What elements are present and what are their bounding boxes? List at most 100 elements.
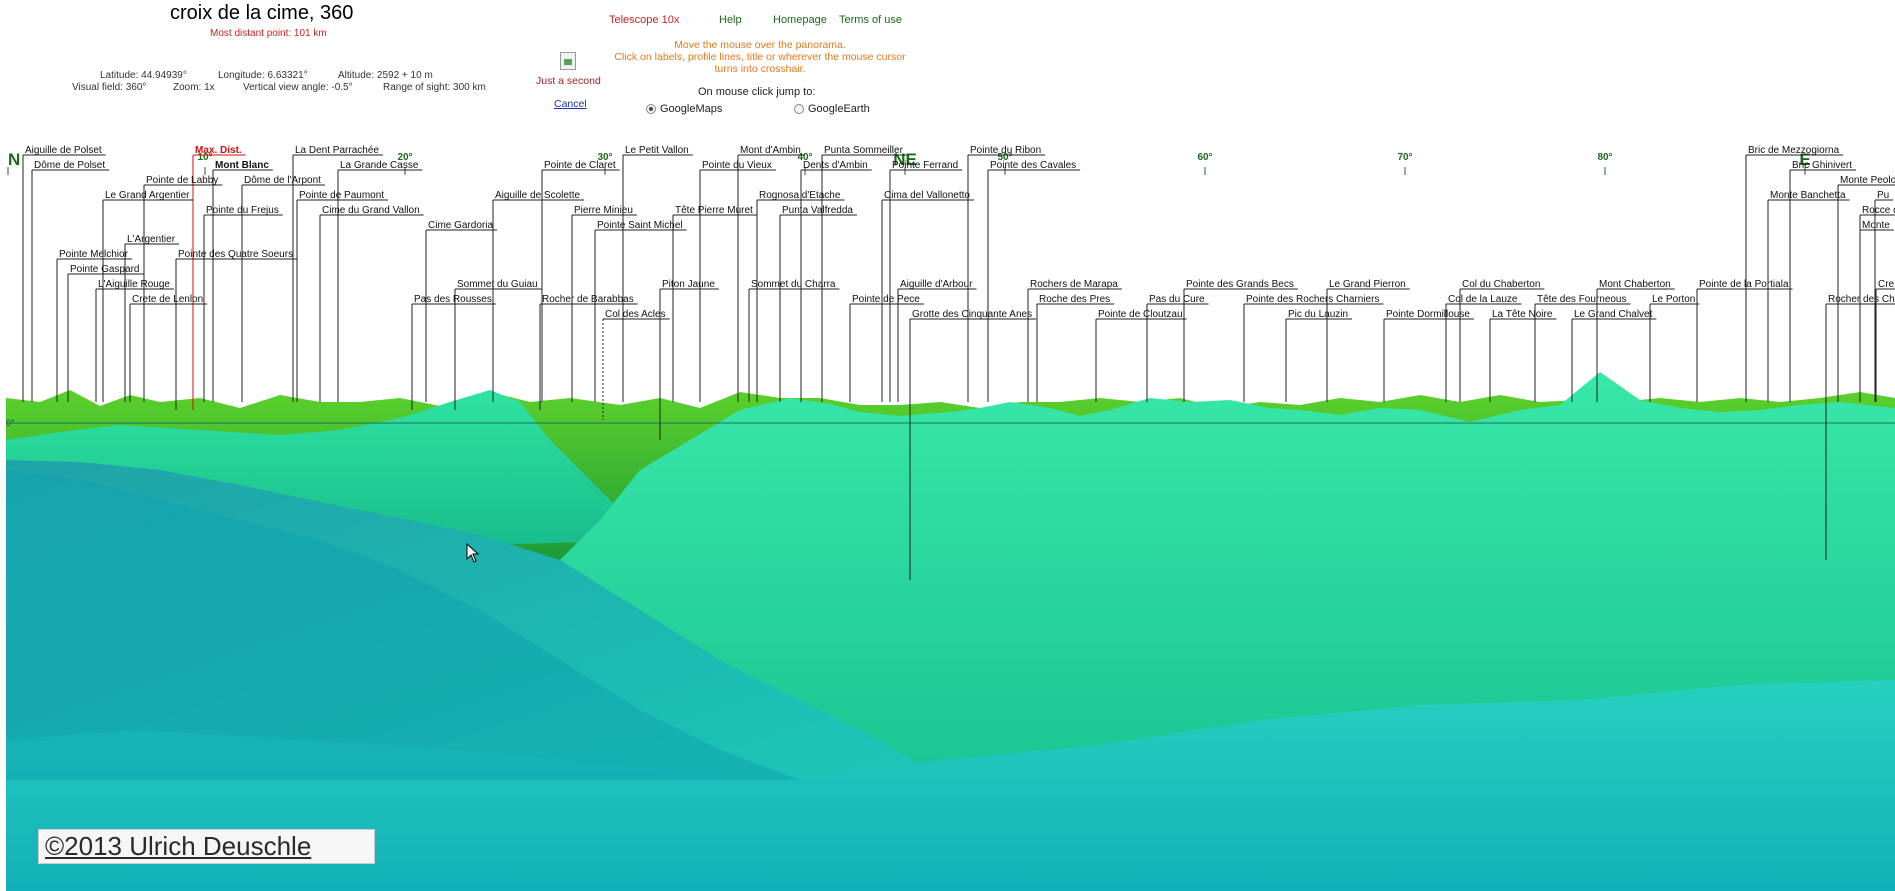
peak-name[interactable]: Tête des Fourneous [1537,294,1627,305]
peak-label[interactable]: Pointe des Quatre Soeurs [175,249,298,410]
peak-label[interactable]: Pointe Gaspard [67,264,144,402]
peak-label[interactable]: Pointe de Claret [541,160,620,402]
radio-googlemaps[interactable]: GoogleMaps [646,103,722,115]
peak-name[interactable]: Sommet du Charra [751,279,836,290]
peak-label[interactable]: Sommet du Guiau [454,279,542,410]
radio-googleearth-dot[interactable] [794,104,804,114]
peak-label[interactable]: Grotte des Cinquante Anes [909,309,1037,580]
peak-name[interactable]: Le Grand Pierron [1329,279,1406,290]
peak-label[interactable]: Pointe Saint Michel [594,220,687,402]
peak-name[interactable]: Bric Ghinivert [1792,160,1852,171]
peak-name[interactable]: Cima del Vallonetto [884,190,970,201]
peak-label[interactable]: Dôme de l'Arpont [241,175,325,402]
peak-label[interactable]: Pointe de Cloutzau [1095,309,1187,402]
peak-label[interactable]: Le Porton [1649,294,1700,402]
peak-label[interactable]: Pointe de la Portiala [1696,279,1793,402]
peak-label[interactable]: Rognosa d'Etache [756,190,845,402]
peak-label[interactable]: Le Grand Argentier [102,190,194,402]
peak-name[interactable]: Crete de Lenlon [132,294,203,305]
peak-label[interactable]: Pic du Lauzin [1285,309,1353,402]
peak-label[interactable]: Le Petit Vallon [622,145,693,402]
peak-name[interactable]: Rognosa d'Etache [759,190,841,201]
peak-label[interactable]: Mont Blanc [212,160,273,402]
peak-name[interactable]: Pointe Saint Michel [597,220,683,231]
peak-label[interactable]: Aiguille de Polset [22,145,106,402]
peak-name[interactable]: Col de la Lauze [1448,294,1518,305]
peak-label[interactable]: Max. Dist. [192,145,246,410]
peak-name[interactable]: Rocher des Ch [1828,294,1895,305]
peak-name[interactable]: Pointe de Claret [544,160,616,171]
peak-label[interactable]: La Dent Parrachée [292,145,383,402]
peak-label[interactable]: Monte [1859,220,1894,402]
peak-label[interactable]: Pointe des Cavales [987,160,1081,402]
peak-name[interactable]: Pointe du Ribon [970,145,1041,156]
peak-name[interactable]: Monte Banchetta [1770,190,1846,201]
peak-name[interactable]: Col des Acles [605,309,666,320]
peak-label[interactable]: Monte Peolo [1837,175,1895,402]
peak-name[interactable]: Pointe du Frejus [206,205,279,216]
peak-name[interactable]: Pointe Ferrand [892,160,958,171]
peak-label[interactable]: Pointe des Rochers Charniers [1243,294,1384,402]
peak-label[interactable]: Rochers de Marapa [1027,279,1122,402]
peak-label[interactable]: Pointe de Pece [849,294,924,402]
peak-label[interactable]: Pointe de Paumont [296,190,389,402]
peak-name[interactable]: Pointe des Rochers Charniers [1246,294,1379,305]
peak-label[interactable]: Pierre Minieu [571,205,637,402]
peak-label[interactable]: Tête Pierre Muret [672,205,757,402]
peak-label[interactable]: Pas des Rousses [411,294,496,410]
peak-label[interactable]: Rocher des Ch [1825,294,1895,560]
peak-name[interactable]: Dôme de Polset [34,160,105,171]
peak-label[interactable]: Pointe Ferrand [889,160,963,402]
peak-label[interactable]: Le Grand Pierron [1326,279,1410,402]
peak-name[interactable]: Rochers de Marapa [1030,279,1118,290]
peak-label[interactable]: Aiguille de Scolette [492,190,585,402]
copyright-badge[interactable]: ©2013 Ulrich Deuschle [38,829,375,864]
peak-name[interactable]: L'Aiguille Rouge [98,279,170,290]
peak-name[interactable]: Mont d'Ambin [740,145,801,156]
peak-name[interactable]: Le Porton [1652,294,1695,305]
peak-label[interactable]: L'Argentier [124,234,180,402]
peak-name[interactable]: Dents d'Ambin [803,160,868,171]
peak-name[interactable]: Rocher de Barabbas [542,294,634,305]
peak-name[interactable]: Mont Chaberton [1599,279,1671,290]
peak-name[interactable]: Punta Valfredda [782,205,853,216]
peak-label[interactable]: Pointe Dormillouse [1383,309,1474,402]
peak-label[interactable]: Tête des Fourneous [1534,294,1631,402]
peak-name[interactable]: Pic du Lauzin [1288,309,1348,320]
peak-label[interactable]: Bric de Mezzogiorna [1745,145,1844,402]
peak-label[interactable]: Pointe du Vieux [699,160,776,402]
peak-name[interactable]: Aiguille de Scolette [495,190,580,201]
peak-name[interactable]: Monte [1862,220,1890,231]
peak-label[interactable]: Mont Chaberton [1596,279,1675,402]
peak-name[interactable]: Mont Blanc [215,160,269,171]
peak-label[interactable]: Pointe du Ribon [967,145,1046,402]
peak-name[interactable]: Grotte des Cinquante Anes [912,309,1032,320]
peak-name[interactable]: Pointe de Pece [852,294,920,305]
peak-label[interactable]: Mont d'Ambin [737,145,805,402]
peak-name[interactable]: Bric de Mezzogiorna [1748,145,1840,156]
page-title[interactable]: croix de la cime, 360 [170,2,354,24]
radio-googlemaps-dot[interactable] [646,104,656,114]
peak-name[interactable]: Pointe de Cloutzau [1098,309,1183,320]
peak-name[interactable]: Pointe des Cavales [990,160,1076,171]
peak-name[interactable]: Monte Peolo [1840,175,1895,186]
peak-name[interactable]: Le Grand Argentier [105,190,190,201]
peak-label[interactable]: La Grande Casse [337,160,423,402]
peak-label[interactable]: Cima del Vallonetto [881,190,974,402]
peak-label[interactable]: Pointe du Frejus [203,205,283,402]
peak-label[interactable]: Cime Gardoria [425,220,498,402]
peak-name[interactable]: Le Petit Vallon [625,145,689,156]
peak-label[interactable]: Col du Chaberton [1459,279,1545,402]
peak-name[interactable]: Piton Jaune [662,279,715,290]
peak-name[interactable]: La Tête Noire [1492,309,1553,320]
peak-name[interactable]: Col du Chaberton [1462,279,1540,290]
peak-label[interactable]: Pu [1874,190,1894,402]
radio-googleearth[interactable]: GoogleEarth [794,103,870,115]
peak-name[interactable]: Pointe de la Portiala [1699,279,1789,290]
peak-label[interactable]: Pointe des Grands Becs [1183,279,1298,402]
peak-name[interactable]: Dôme de l'Arpont [244,175,321,186]
peak-name[interactable]: Max. Dist. [195,145,242,156]
peak-name[interactable]: La Dent Parrachée [295,145,379,156]
